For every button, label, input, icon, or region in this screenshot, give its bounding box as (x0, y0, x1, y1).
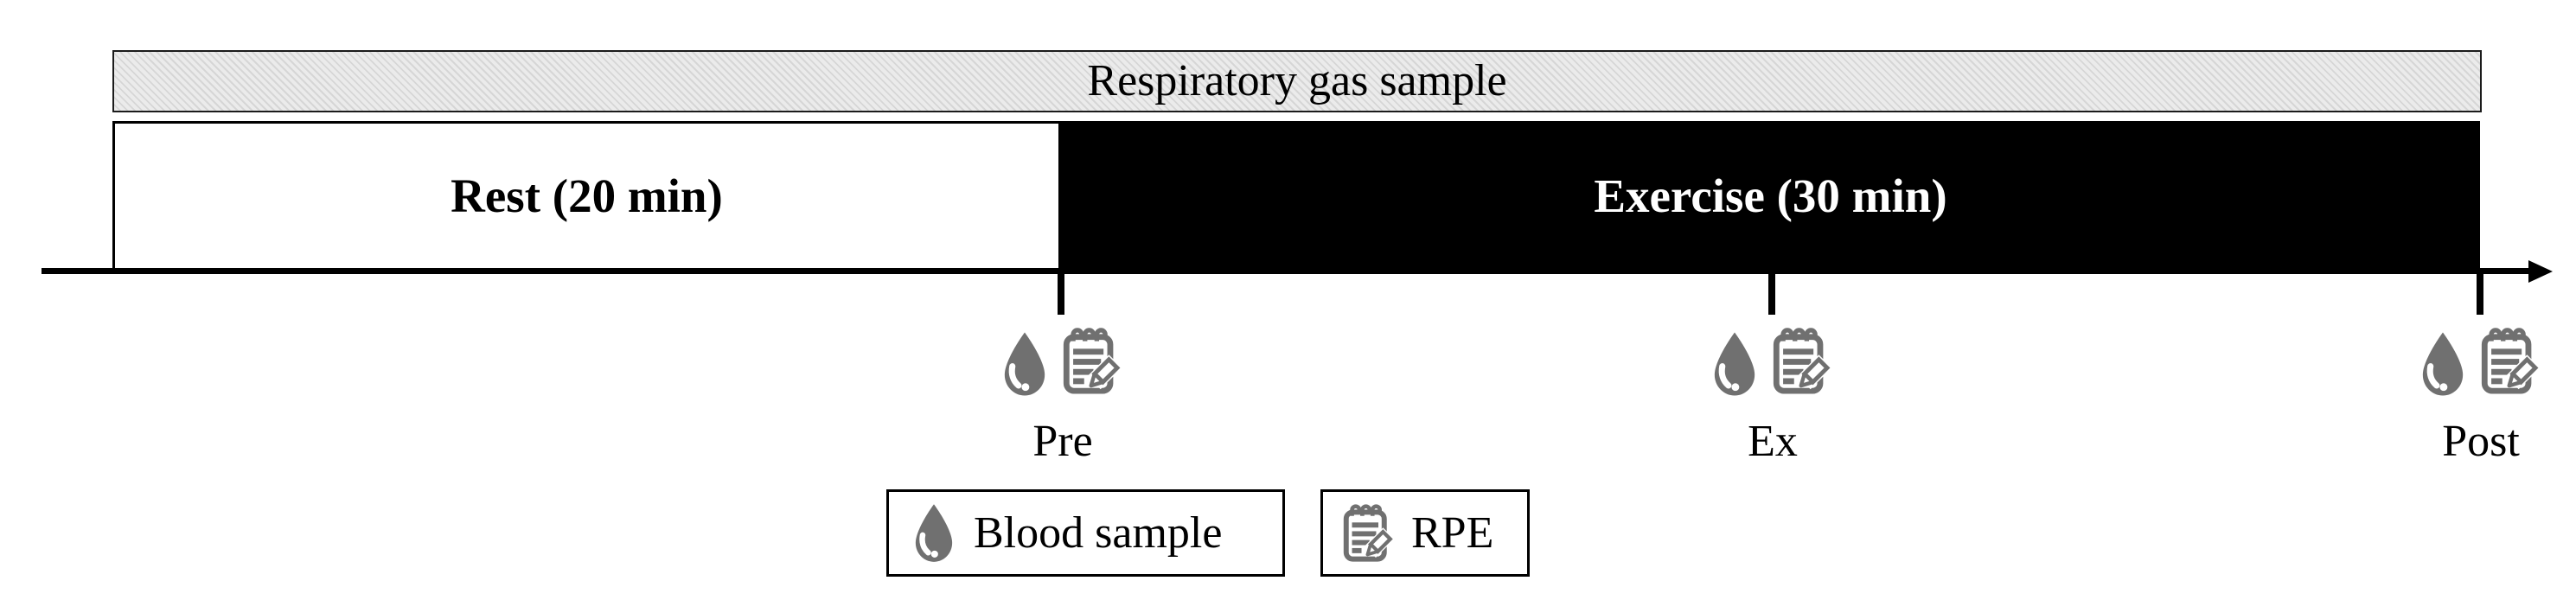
timeline-tick-ex (1768, 271, 1775, 315)
legend-blood-sample-label: Blood sample (974, 507, 1223, 558)
blood-drop-icon (1710, 331, 1760, 397)
exercise-phase-box: Exercise (30 min) (1061, 121, 2480, 271)
respiratory-gas-bar: Respiratory gas sample (112, 50, 2482, 112)
legend-blood-sample-box: Blood sample (886, 489, 1285, 577)
rest-phase-box: Rest (20 min) (112, 121, 1061, 271)
legend-rpe-box: RPE (1320, 489, 1530, 577)
blood-drop-icon (1000, 331, 1050, 397)
timeline-tick-post (2477, 271, 2483, 315)
blood-drop-icon (2419, 331, 2468, 397)
exercise-phase-label: Exercise (30 min) (1594, 169, 1947, 222)
timeline-arrowhead-icon (2528, 260, 2553, 283)
legend-rpe-label: RPE (1411, 507, 1494, 558)
blood-drop-icon (911, 503, 956, 563)
rpe-notepad-icon (1770, 326, 1836, 397)
timepoint-icons-ex (1710, 326, 1836, 397)
timepoint-icons-post (2419, 326, 2544, 397)
timepoint-icons-pre (1000, 326, 1126, 397)
rpe-notepad-icon (2478, 326, 2544, 397)
rest-phase-label: Rest (20 min) (451, 169, 723, 222)
timeline-tick-pre (1058, 271, 1064, 315)
respiratory-gas-label: Respiratory gas sample (1087, 56, 1507, 105)
timeline-axis (42, 268, 2532, 274)
rpe-notepad-icon (1060, 326, 1126, 397)
timepoint-label-pre: Pre (1032, 417, 1093, 466)
timepoint-label-ex: Ex (1748, 417, 1798, 466)
timepoint-label-post: Post (2442, 417, 2520, 466)
rpe-notepad-icon (1340, 502, 1397, 565)
